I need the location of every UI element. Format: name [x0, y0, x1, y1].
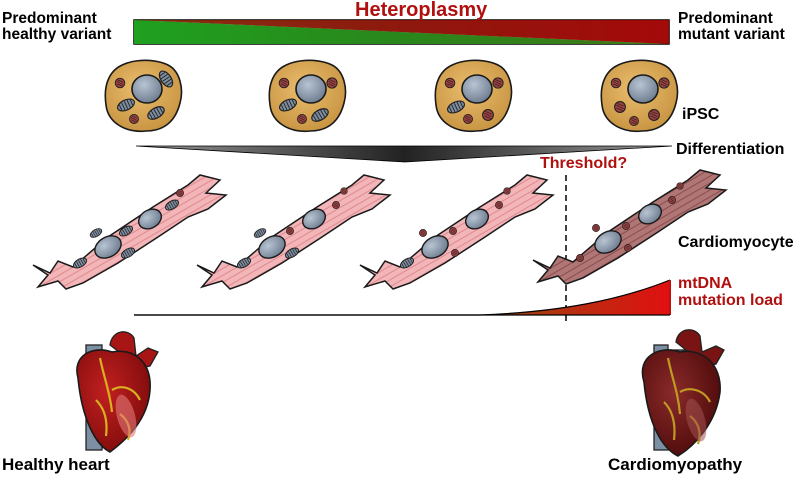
cardiomyopathy-heart-icon — [641, 329, 725, 457]
healthy-variant-line1: Predominant — [2, 10, 97, 27]
ipsc-cell-4 — [600, 59, 679, 133]
heteroplasmy-title: Heteroplasmy — [355, 0, 488, 21]
differentiation-label: Differentiation — [676, 141, 785, 158]
cardiomyocyte-label: Cardiomyocyte — [678, 234, 794, 251]
cardiomyocyte-3 — [359, 174, 554, 290]
healthy-variant-line2: healthy variant — [2, 26, 112, 44]
mutation-load-line1: mtDNA — [678, 275, 733, 292]
mutant-variant-label: Predominant mutant variant — [678, 10, 785, 44]
cardiomyocyte-1 — [32, 174, 227, 290]
mutation-load-curve — [134, 280, 670, 315]
healthy-variant-label: Predominant healthy variant — [2, 10, 112, 44]
cardiomyopathy-label: Cardiomyopathy — [608, 455, 743, 474]
mutant-variant-line2: mutant variant — [678, 26, 785, 44]
ipsc-cell-1 — [104, 59, 183, 133]
mutation-load-line2: mutation load — [678, 291, 783, 309]
ipsc-cell-3 — [434, 59, 513, 133]
cardiomyocyte-2 — [196, 174, 391, 290]
ipsc-label: iPSC — [682, 106, 720, 123]
healthy-heart-label: Healthy heart — [2, 455, 110, 474]
mutant-variant-line1: Predominant — [678, 10, 773, 27]
cardiomyocyte-4 — [532, 169, 727, 285]
healthy-heart-icon — [76, 331, 159, 453]
ipsc-cell-2 — [268, 59, 347, 133]
differentiation-wedge — [135, 145, 673, 163]
threshold-label: Threshold? — [540, 155, 628, 172]
mutation-load-label: mtDNA mutation load — [678, 275, 783, 310]
